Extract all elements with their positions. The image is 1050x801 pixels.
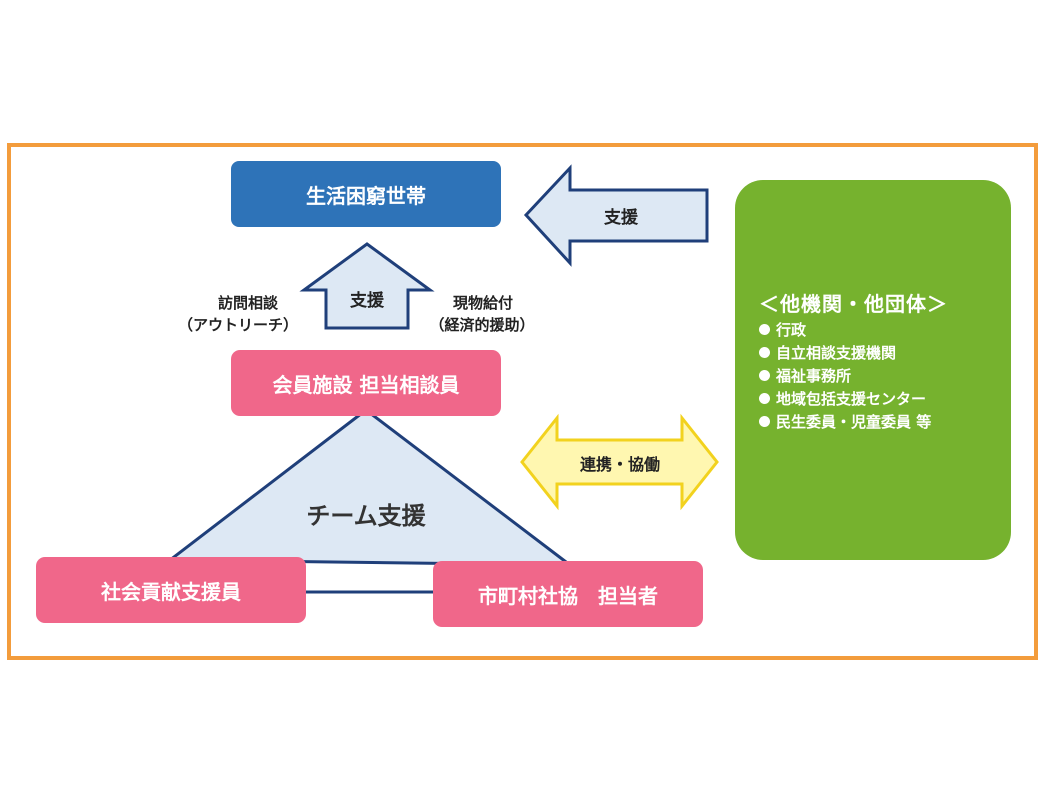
municipal-council-box: 市町村社協 担当者 [433,561,703,627]
other-orgs-item: 地域包括支援センター [759,388,1011,411]
other-orgs-item: 民生委員・児童委員 等 [759,411,1011,434]
other-orgs-title: ＜他機関・他団体＞ [759,292,948,316]
other-orgs-item-label: 地域包括支援センター [776,390,927,408]
cooperation-label: 連携・協働 [579,455,660,474]
other-orgs-item: 自立相談支援機関 [759,342,1011,365]
support-arrow-left-label: 支援 [604,208,638,228]
facility-counselor-box: 会員施設 担当相談員 [231,350,501,416]
in-kind-line1: 現物給付 [452,294,513,312]
support-arrow-left [523,164,709,267]
cooperation-double-arrow [520,413,719,511]
other-orgs-item-label: 民生委員・児童委員 等 [776,413,932,431]
team-support-label: チーム支援 [306,502,426,530]
other-orgs-item-label: 自立相談支援機関 [776,344,897,362]
in-kind-line2: （経済的援助） [429,316,535,334]
social-contribution-label: 社会貢献支援員 [101,579,241,604]
visit-consult-line1: 訪問相談 [217,294,278,312]
households-box: 生活困窮世帯 [231,161,501,227]
other-orgs-box: ＜他機関・他団体＞ 行政 自立相談支援機関 福祉事務所 地域包括支援センター 民… [735,180,1011,560]
diagram-frame [7,143,1038,660]
other-orgs-item: 福祉事務所 [759,365,1011,388]
other-orgs-item-label: 福祉事務所 [776,367,852,385]
bullet-icon [759,324,770,335]
social-contribution-box: 社会貢献支援員 [36,557,306,623]
visit-consult-line2: （アウトリーチ） [177,316,298,334]
bullet-icon [759,393,770,404]
bullet-icon [759,370,770,381]
support-arrow-up [299,242,435,330]
bullet-icon [759,416,770,427]
bullet-icon [759,347,770,358]
team-support-triangle [165,408,575,567]
other-orgs-item: 行政 [759,319,1011,342]
municipal-council-label: 市町村社協 担当者 [478,583,658,608]
other-orgs-item-label: 行政 [776,321,807,339]
support-arrow-up-label: 支援 [350,291,384,311]
facility-counselor-label: 会員施設 担当相談員 [272,372,460,397]
households-label: 生活困窮世帯 [306,183,426,208]
